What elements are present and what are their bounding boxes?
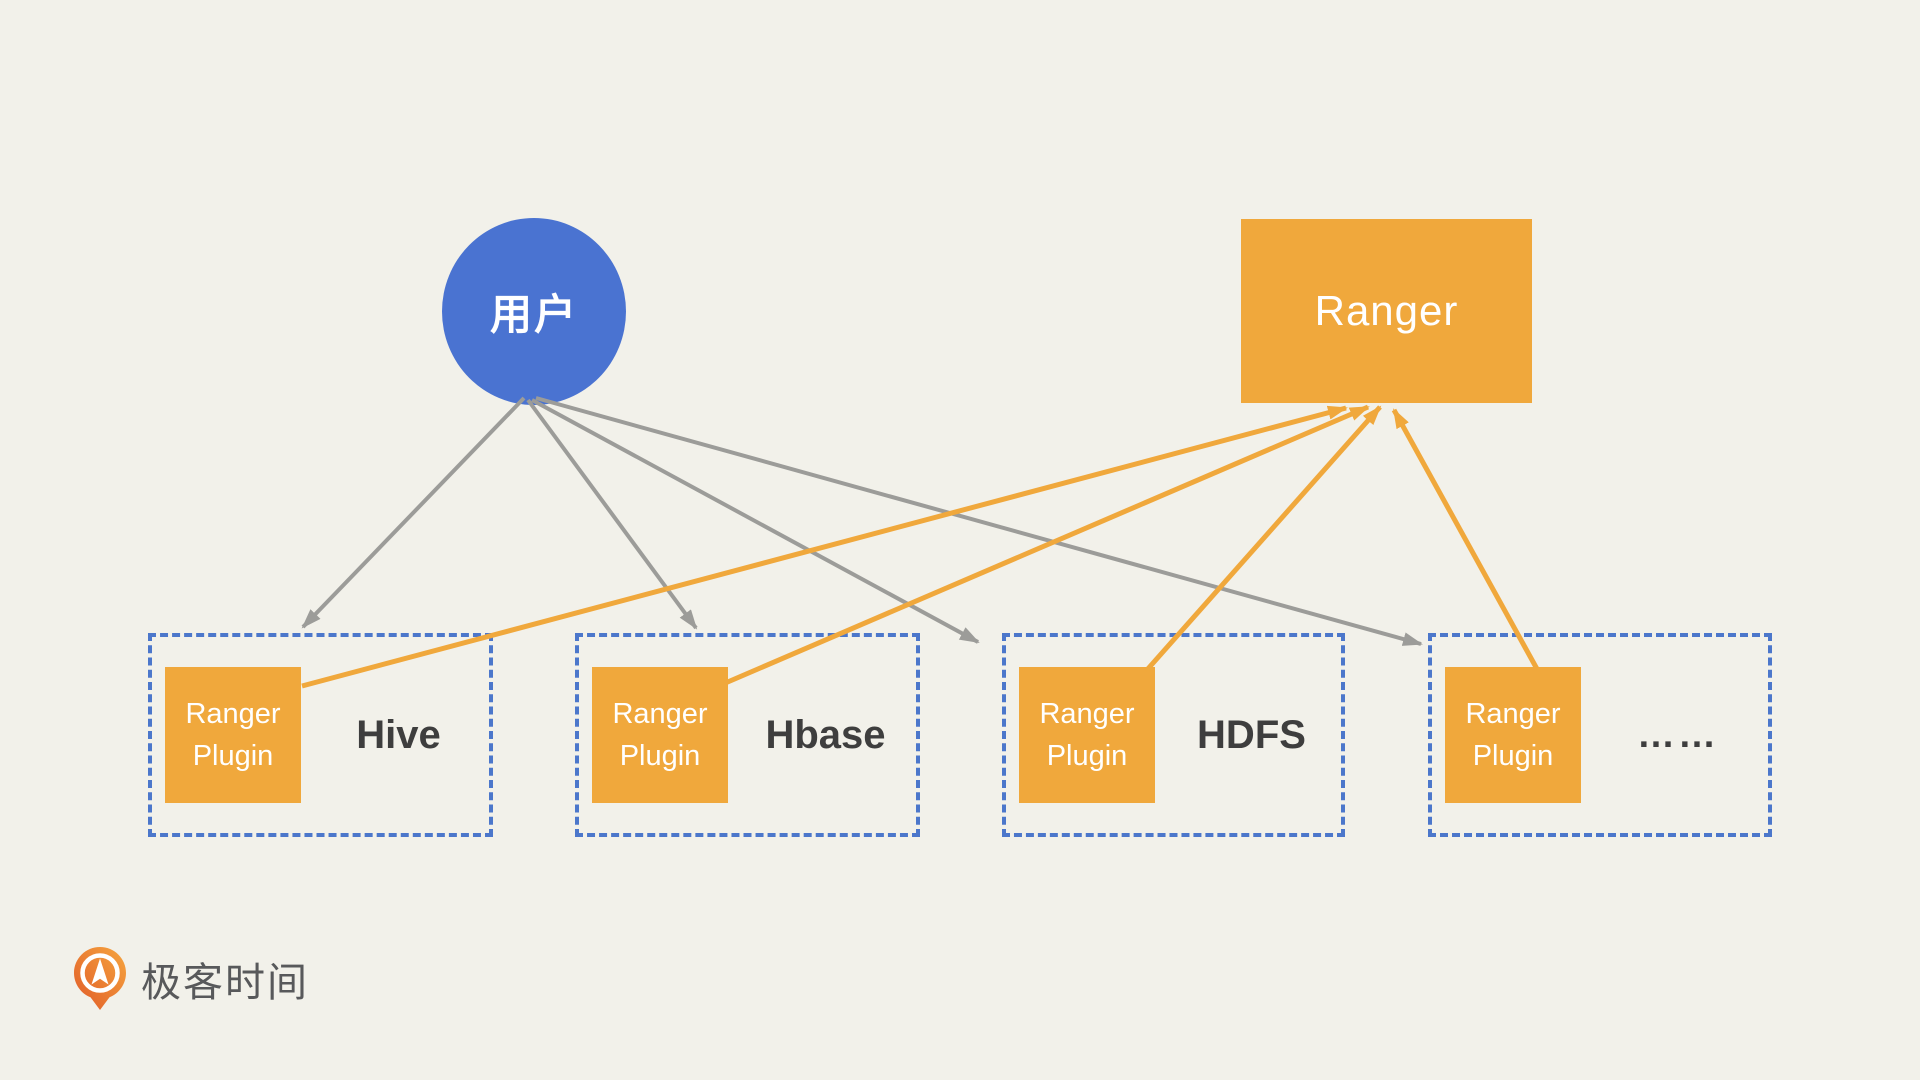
ranger-plugin-node: Ranger Plugin [1019, 667, 1155, 803]
service-box-hbase: Ranger Plugin Hbase [575, 633, 920, 837]
geektime-logo-icon [74, 947, 126, 1010]
ranger-plugin-node: Ranger Plugin [165, 667, 301, 803]
arrow-user-to-hdfs [531, 398, 980, 644]
ranger-plugin-node: Ranger Plugin [1445, 667, 1581, 803]
service-box-hdfs: Ranger Plugin HDFS [1002, 633, 1345, 837]
ranger-label: Ranger [1314, 287, 1459, 334]
plugin-label-line1: Ranger [612, 698, 708, 730]
plugin-label-line2: Plugin [1046, 740, 1128, 772]
arrow-user-to-others [535, 396, 1423, 646]
ranger-plugin-node: Ranger Plugin [592, 667, 728, 803]
arrow-user-to-hive [301, 396, 526, 629]
ranger-node: Ranger [1241, 219, 1532, 403]
plugin-label-line1: Ranger [185, 698, 281, 730]
brand-text: 极客时间 [141, 961, 309, 1005]
user-label: 用户 [489, 291, 578, 338]
arrow-user-to-hbase [526, 398, 698, 630]
service-box-others: Ranger Plugin …… [1428, 633, 1772, 837]
service-label-hive: Hive [356, 712, 441, 757]
arrow-hdfs-plugin-to-ranger [1144, 405, 1382, 673]
service-label-hbase: Hbase [765, 712, 886, 757]
service-label-hdfs: HDFS [1197, 712, 1306, 757]
user-node: 用户 [442, 218, 626, 405]
arrow-others-plugin-to-ranger [1391, 408, 1540, 671]
brand-logo: 极客时间 [73, 944, 309, 1014]
plugin-label-line1: Ranger [1039, 698, 1135, 730]
service-box-hive: Ranger Plugin Hive [148, 633, 493, 837]
service-label-others: …… [1637, 713, 1719, 756]
plugin-label-line2: Plugin [1472, 740, 1554, 772]
plugin-label-line1: Ranger [1465, 698, 1561, 730]
plugin-label-line2: Plugin [619, 740, 701, 772]
plugin-label-line2: Plugin [192, 740, 274, 772]
